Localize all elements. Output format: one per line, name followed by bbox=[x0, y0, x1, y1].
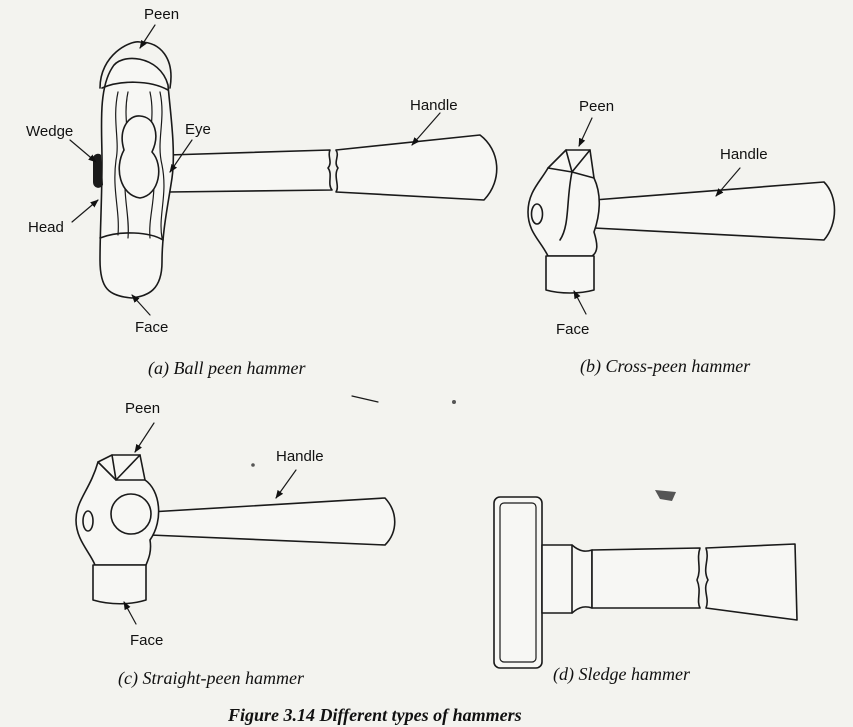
label-head-a: Head bbox=[28, 219, 64, 236]
figure-caption: Figure 3.14 Different types of hammers bbox=[227, 705, 522, 725]
cross-peen-hammer-drawing bbox=[527, 117, 836, 315]
sledge-hammer-drawing bbox=[493, 496, 798, 669]
caption-b: (b) Cross-peen hammer bbox=[580, 356, 751, 377]
label-handle-c: Handle bbox=[276, 448, 324, 465]
label-face-a: Face bbox=[135, 319, 168, 336]
label-handle-b: Handle bbox=[720, 146, 768, 163]
label-handle-a: Handle bbox=[410, 97, 458, 114]
scan-speckles bbox=[251, 395, 676, 501]
label-peen-a: Peen bbox=[144, 6, 179, 23]
label-peen-b: Peen bbox=[579, 98, 614, 115]
label-face-b: Face bbox=[556, 321, 589, 338]
label-wedge-a: Wedge bbox=[26, 123, 73, 140]
label-peen-c: Peen bbox=[125, 400, 160, 417]
label-eye-a: Eye bbox=[185, 121, 211, 138]
caption-c: (c) Straight-peen hammer bbox=[118, 668, 305, 689]
ball-peen-hammer-drawing bbox=[69, 24, 498, 316]
caption-a: (a) Ball peen hammer bbox=[148, 358, 306, 379]
label-face-c: Face bbox=[130, 632, 163, 649]
straight-peen-hammer-drawing bbox=[75, 422, 396, 625]
caption-d: (d) Sledge hammer bbox=[553, 664, 691, 685]
